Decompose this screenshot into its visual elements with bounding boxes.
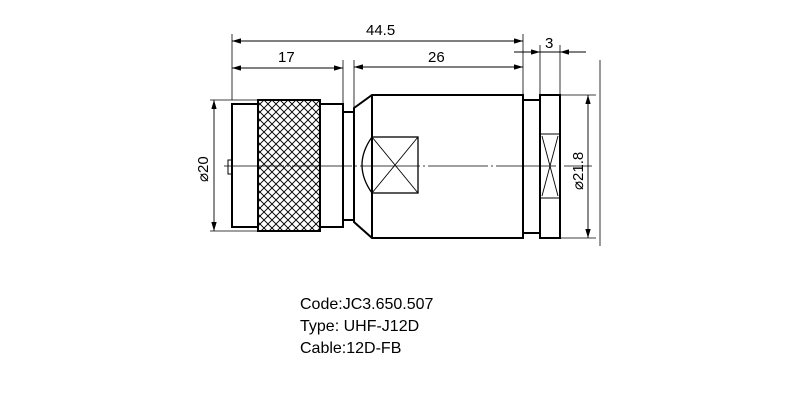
dim-body-length: 26: [428, 49, 445, 66]
product-cable: Cable:12D-FB: [300, 340, 402, 357]
wrench-flat: [371, 136, 419, 194]
dim-front-length: 17: [278, 49, 295, 66]
dim-overall-length: 44.5: [366, 22, 395, 39]
dim-front-diameter: ⌀20: [195, 156, 212, 182]
product-code: Code:JC3.650.507: [300, 296, 434, 313]
connector-outline: [227, 94, 561, 239]
product-type: Type: UHF-J12D: [300, 318, 420, 335]
rear-nut: [539, 94, 561, 239]
dim-rear-diameter: ⌀21.8: [570, 152, 587, 190]
product-info: Code:JC3.650.507 Type: UHF-J12D Cable:12…: [300, 294, 433, 360]
knurled-coupling-nut: [257, 99, 321, 232]
dim-nut-length: 3: [545, 35, 553, 52]
